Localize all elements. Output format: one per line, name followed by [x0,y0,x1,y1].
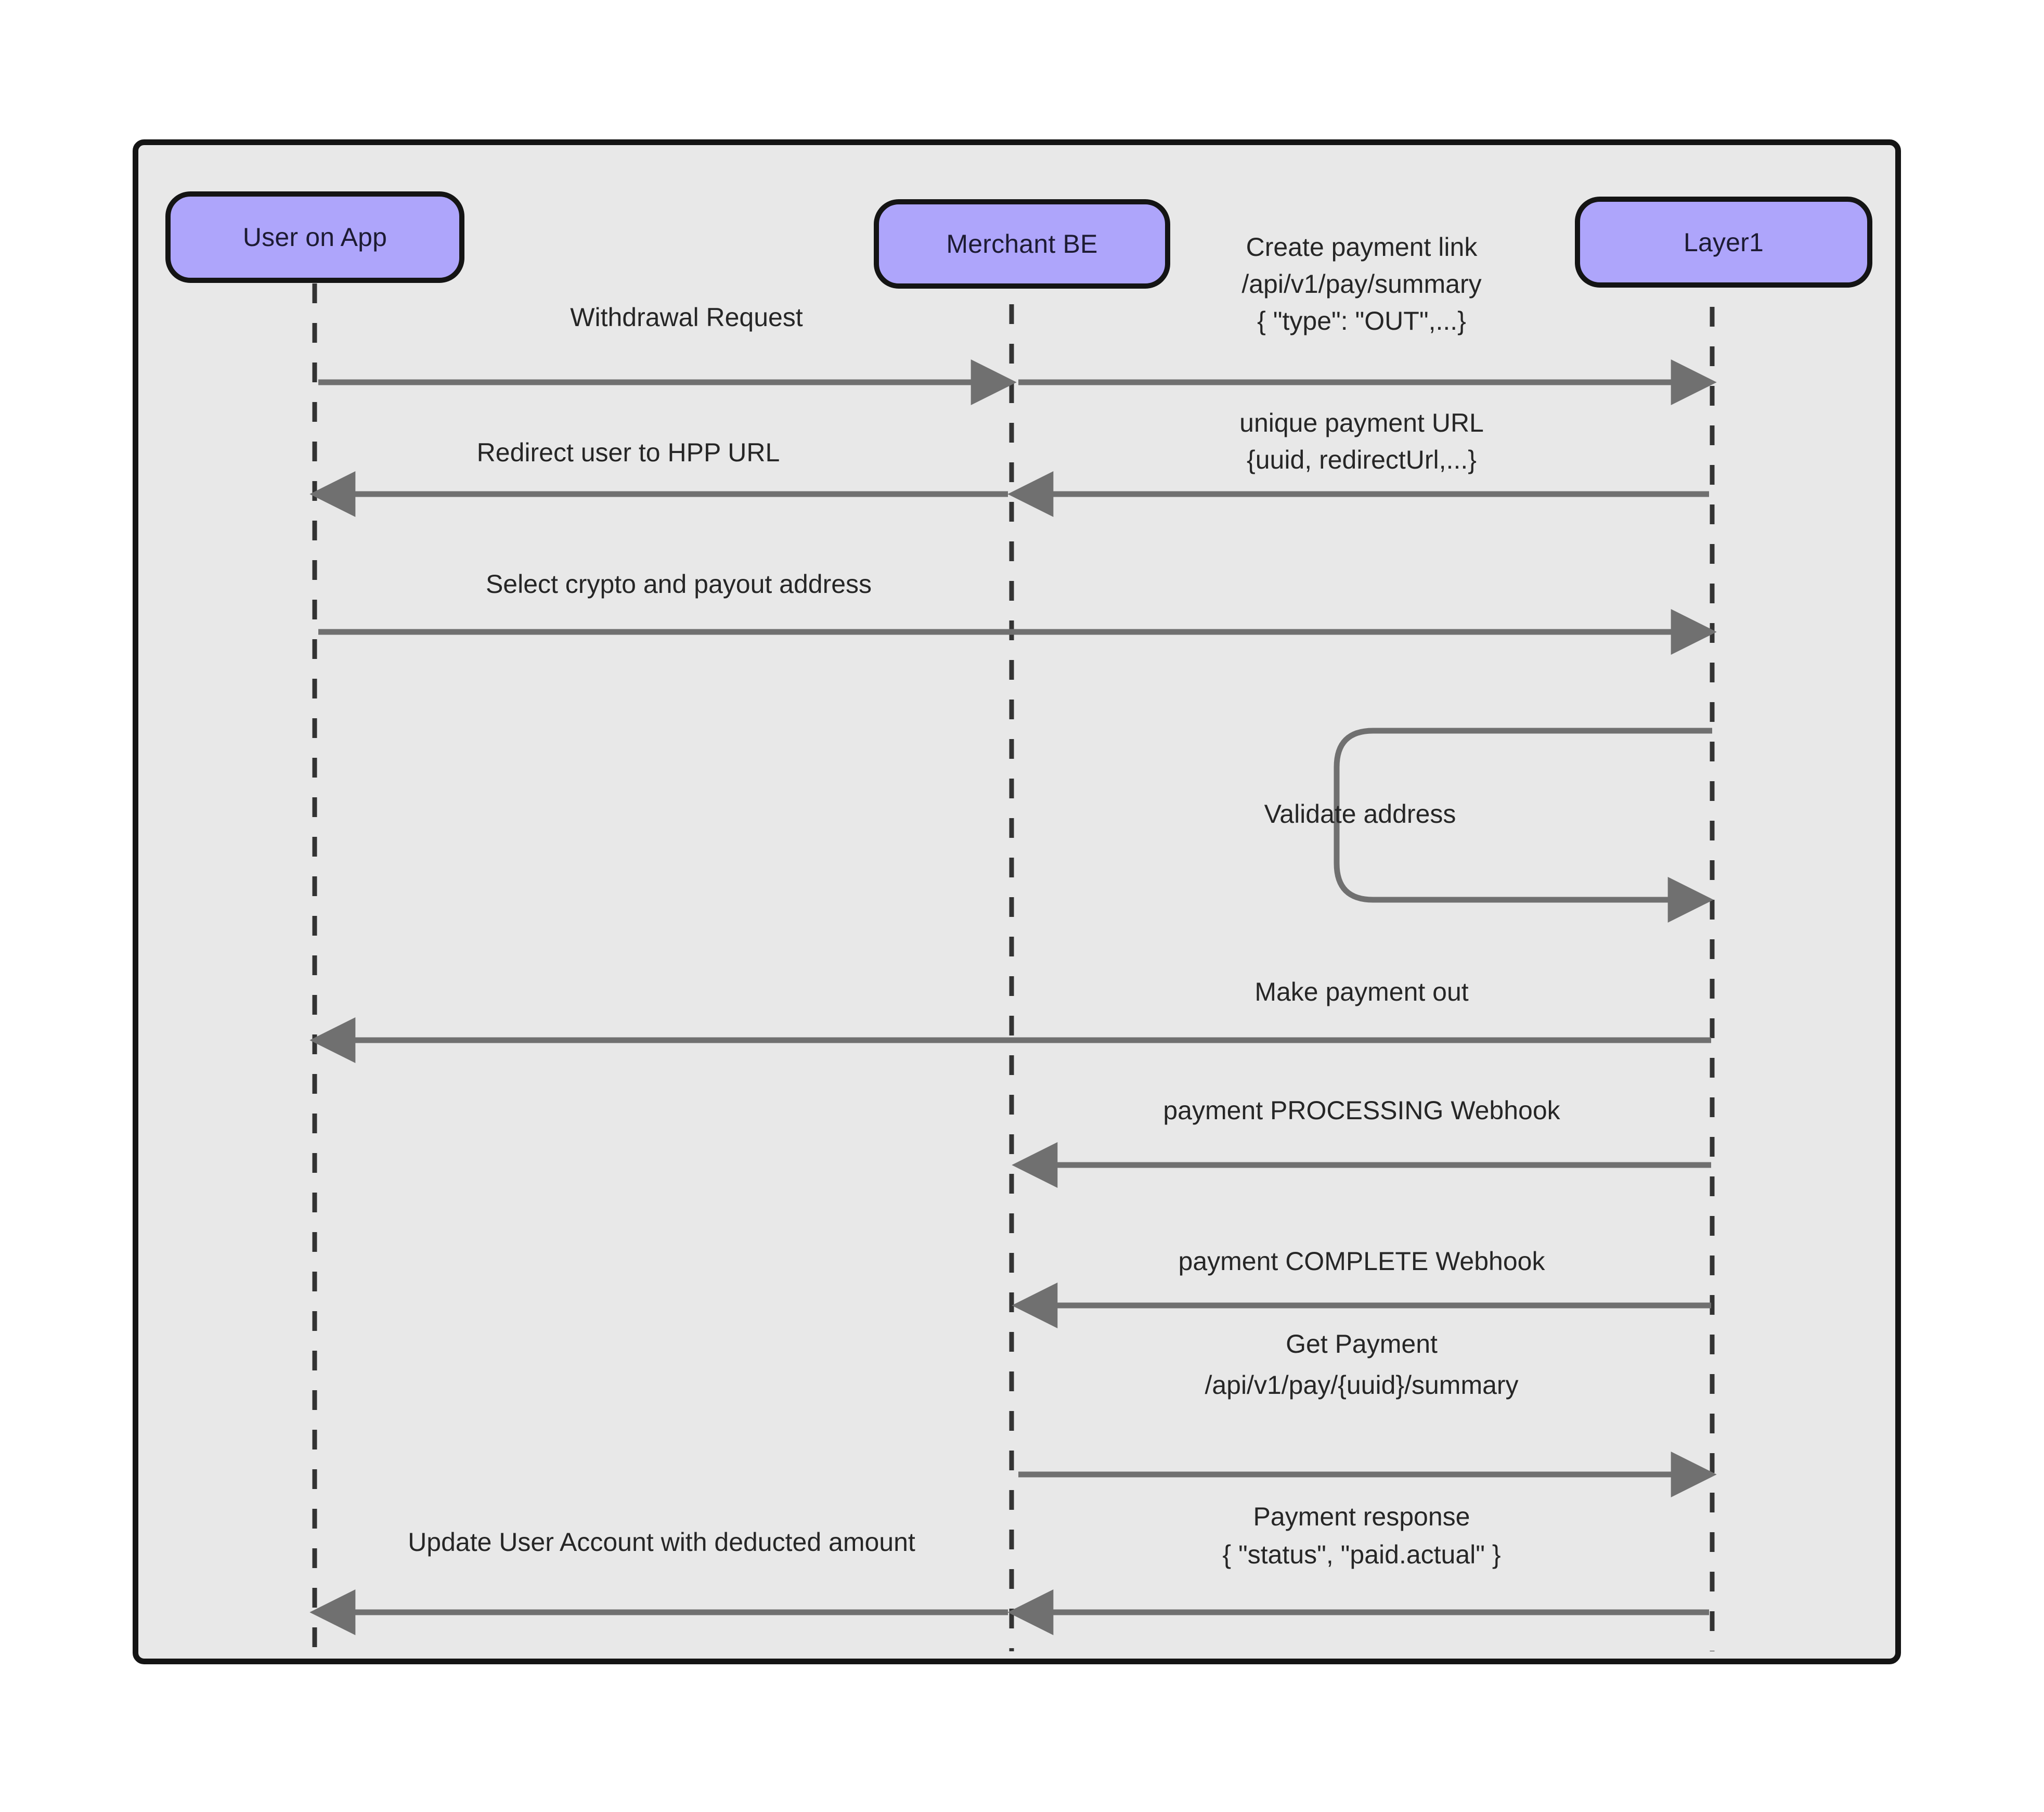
message-label-payment-processing-webhook: payment PROCESSING Webhook [1163,1097,1560,1123]
message-label-redirect-user-hpp: Redirect user to HPP URL [477,439,780,465]
message-line: { "type": "OUT",...} [1257,306,1466,335]
message-label-update-user-account: Update User Account with deducted amount [408,1529,915,1555]
participant-merchant-be[interactable]: Merchant BE [874,199,1170,289]
message-line: Redirect user to HPP URL [476,438,780,467]
message-line: Payment response [1253,1502,1470,1531]
message-label-select-crypto-payout-address: Select crypto and payout address [486,571,872,597]
message-line: Create payment link [1246,232,1478,262]
message-line: unique payment URL [1239,408,1484,437]
message-label-validate-address: Validate address [1264,801,1456,827]
message-label-unique-payment-url: unique payment URL {uuid, redirectUrl,..… [1239,405,1484,478]
message-line: Withdrawal Request [570,303,803,332]
participant-user-on-app[interactable]: User on App [165,191,464,283]
message-label-payment-response: Payment response { "status", "paid.actua… [1222,1498,1500,1573]
message-label-get-payment: Get Payment /api/v1/pay/{uuid}/summary [1205,1324,1518,1406]
message-label-make-payment-out: Make payment out [1254,979,1468,1005]
message-line: {uuid, redirectUrl,...} [1247,445,1477,474]
message-line: /api/v1/pay/{uuid}/summary [1205,1370,1519,1400]
message-line: Select crypto and payout address [485,570,872,599]
message-label-withdrawal-request: Withdrawal Request [570,304,803,330]
diagram-frame [133,139,1901,1664]
message-line: Update User Account with deducted amount [408,1528,915,1557]
message-line: payment PROCESSING Webhook [1163,1096,1560,1125]
message-line: /api/v1/pay/summary [1241,269,1482,299]
message-line: Validate address [1264,799,1456,829]
participant-label-layer1: Layer1 [1683,227,1764,257]
message-label-create-payment-link: Create payment link /api/v1/pay/summary … [1241,229,1481,340]
message-line: Make payment out [1254,977,1469,1006]
message-label-payment-complete-webhook: payment COMPLETE Webhook [1179,1248,1545,1274]
participant-label-merchant-be: Merchant BE [946,229,1098,258]
message-line: Get Payment [1286,1329,1438,1358]
message-line: { "status", "paid.actual" } [1222,1539,1501,1569]
message-line: payment COMPLETE Webhook [1178,1247,1545,1276]
participant-layer1[interactable]: Layer1 [1575,197,1872,288]
participant-label-user-on-app: User on App [242,223,387,252]
